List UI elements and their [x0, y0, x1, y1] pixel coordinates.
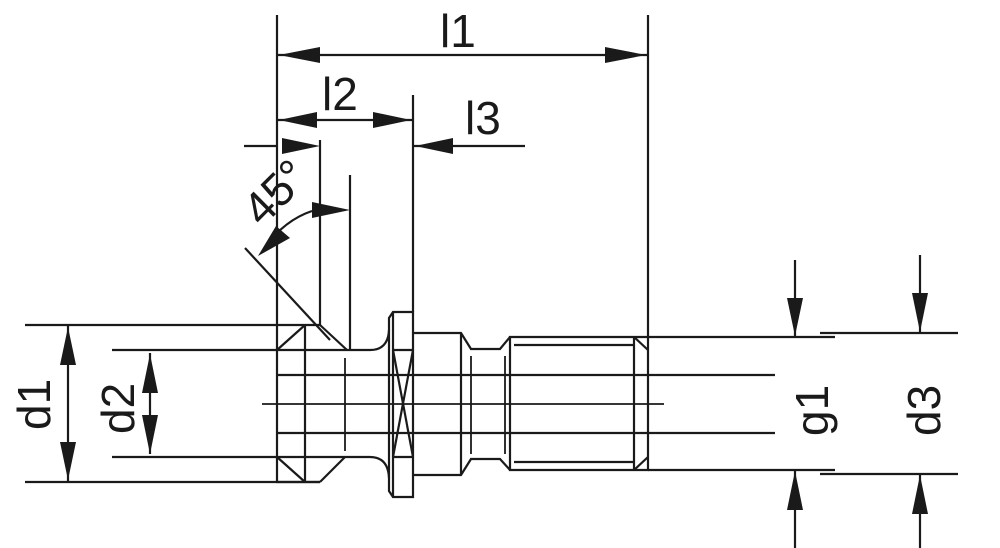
dimension-d1: d1	[8, 325, 76, 482]
label-d1: d1	[8, 379, 60, 430]
label-l1: l1	[440, 5, 476, 57]
extension-lines	[244, 15, 650, 350]
dimension-angle-45: 45°	[232, 138, 350, 256]
dimension-d3: d3	[898, 255, 950, 548]
dimension-l1: l1	[277, 5, 648, 63]
horizontal-reference-lines	[25, 323, 958, 484]
label-d2: d2	[92, 383, 144, 434]
label-angle: 45°	[232, 149, 318, 235]
label-l2: l2	[322, 68, 358, 120]
dimension-g1: g1	[786, 260, 838, 548]
dimension-d2: d2	[92, 353, 158, 454]
pull-stud-part	[275, 310, 650, 499]
dimension-l3: l3	[413, 92, 525, 154]
dimension-l2: l2	[277, 68, 413, 128]
label-l3: l3	[465, 92, 501, 144]
label-d3: d3	[898, 385, 950, 436]
label-g1: g1	[786, 385, 838, 436]
